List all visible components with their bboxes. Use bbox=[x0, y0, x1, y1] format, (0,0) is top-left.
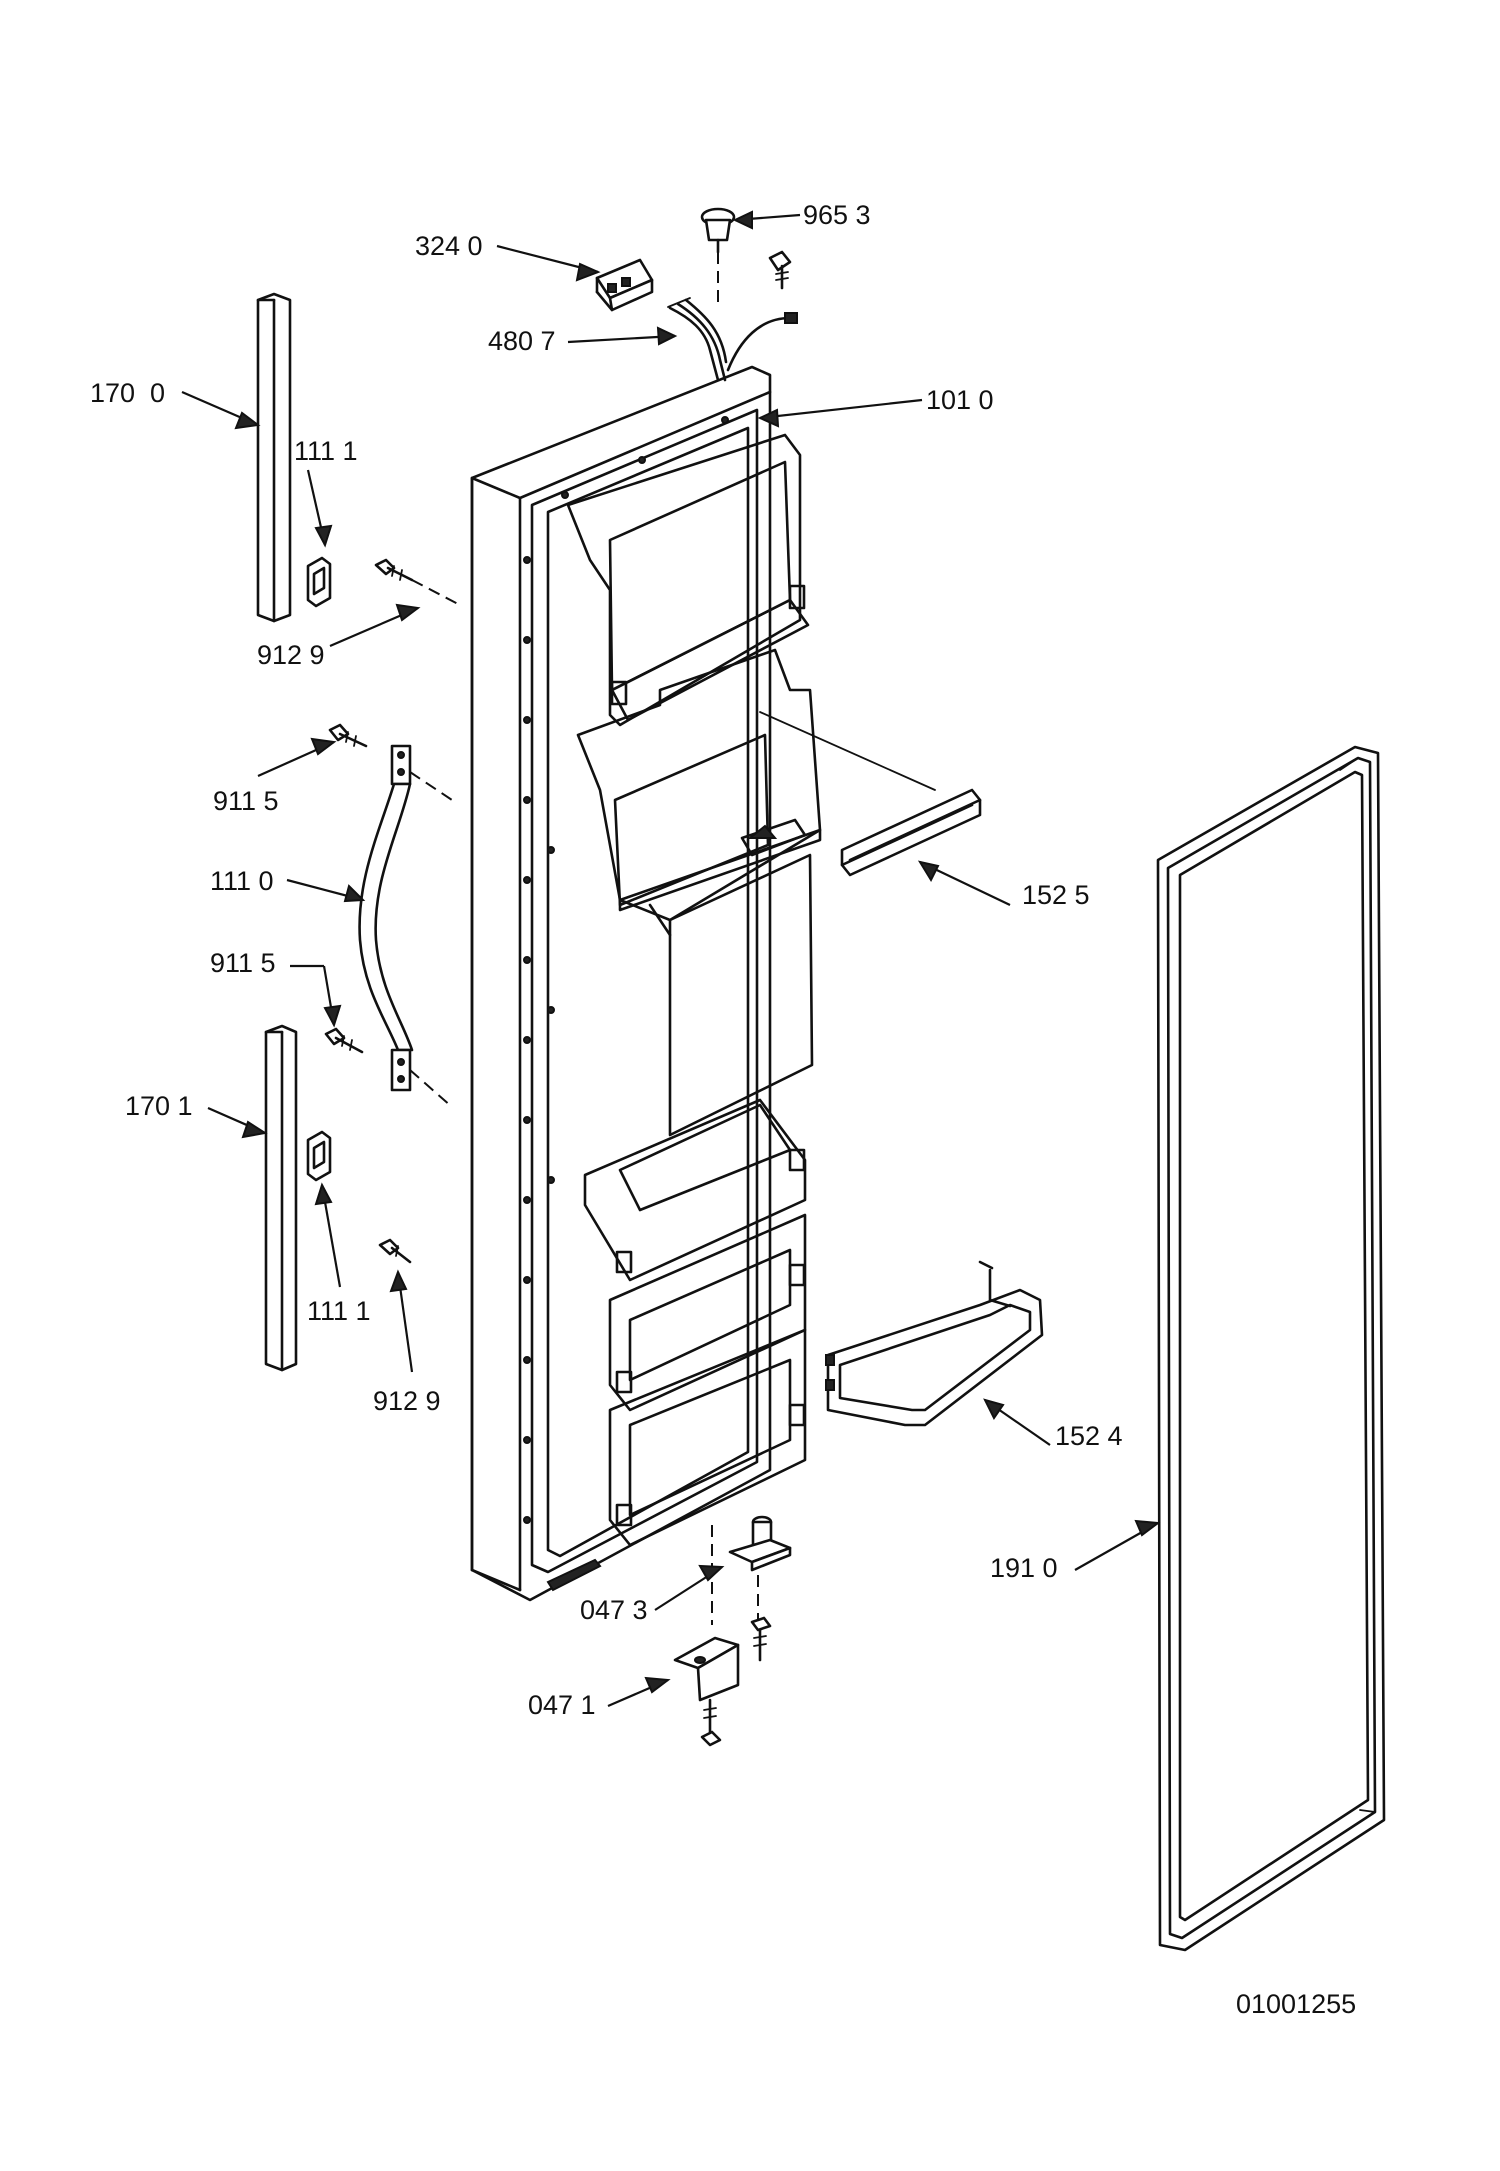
hinge-bracket bbox=[673, 1525, 740, 1702]
callout-911-5-lower: 911 5 bbox=[210, 948, 276, 978]
hinge-bracket-screw bbox=[700, 1698, 722, 1747]
screw-icon bbox=[374, 558, 461, 606]
dispenser-cavity bbox=[576, 648, 822, 1137]
door-bottom-plate bbox=[546, 1558, 602, 1592]
trim-strip-lower bbox=[264, 1024, 298, 1372]
door-handle bbox=[358, 744, 453, 1108]
screw-icon bbox=[328, 723, 368, 748]
callout-170-0: 170 0 bbox=[90, 378, 166, 408]
wire-harness bbox=[667, 297, 798, 382]
callout-912-9-lower: 912 9 bbox=[373, 1386, 441, 1416]
callout-111-1-lower: 111 1 bbox=[307, 1296, 371, 1326]
connector-block bbox=[595, 258, 654, 312]
door-liner-frame bbox=[530, 408, 759, 1574]
callout-152-5: 152 5 bbox=[1022, 880, 1090, 910]
callout-324-0: 324 0 bbox=[415, 231, 483, 261]
frame-holes bbox=[523, 416, 729, 1524]
refrigerator-door bbox=[470, 365, 822, 1602]
trim-strip-upper bbox=[256, 292, 292, 623]
hinge-pin bbox=[728, 1515, 792, 1572]
drawing-number: 01001255 bbox=[1236, 1989, 1357, 2019]
callout-111-0: 111 0 bbox=[210, 866, 274, 896]
door-bin bbox=[825, 1260, 1044, 1427]
trim-clip-upper bbox=[306, 556, 332, 608]
upper-shelf-box bbox=[566, 433, 810, 727]
callout-191-0: 191 0 bbox=[990, 1553, 1058, 1583]
callout-965-3: 965 3 bbox=[803, 200, 871, 230]
trim-clip-lower bbox=[306, 1130, 332, 1182]
callout-111-1-upper: 111 1 bbox=[294, 436, 358, 466]
callout-912-9-upper: 912 9 bbox=[257, 640, 325, 670]
screw-icon bbox=[378, 1238, 412, 1264]
callout-047-3: 047 3 bbox=[580, 1595, 648, 1625]
shelf-rail bbox=[759, 711, 982, 877]
callout-047-1: 047 1 bbox=[528, 1690, 596, 1720]
callout-480-7: 480 7 bbox=[488, 326, 556, 356]
lower-bins bbox=[583, 1098, 807, 1547]
callout-101-0: 101 0 bbox=[926, 385, 994, 415]
leader-lines bbox=[181, 210, 1161, 1708]
door-gasket bbox=[1156, 745, 1386, 1952]
hinge-screw bbox=[750, 1575, 772, 1662]
switch-screw bbox=[768, 250, 792, 290]
screw-icon bbox=[324, 1027, 364, 1054]
callout-152-4: 152 4 bbox=[1055, 1421, 1123, 1451]
callout-170-1: 170 1 bbox=[125, 1091, 193, 1121]
callout-911-5-upper: 911 5 bbox=[213, 786, 279, 816]
light-switch bbox=[700, 207, 736, 302]
door-outer-panel bbox=[470, 365, 772, 1602]
